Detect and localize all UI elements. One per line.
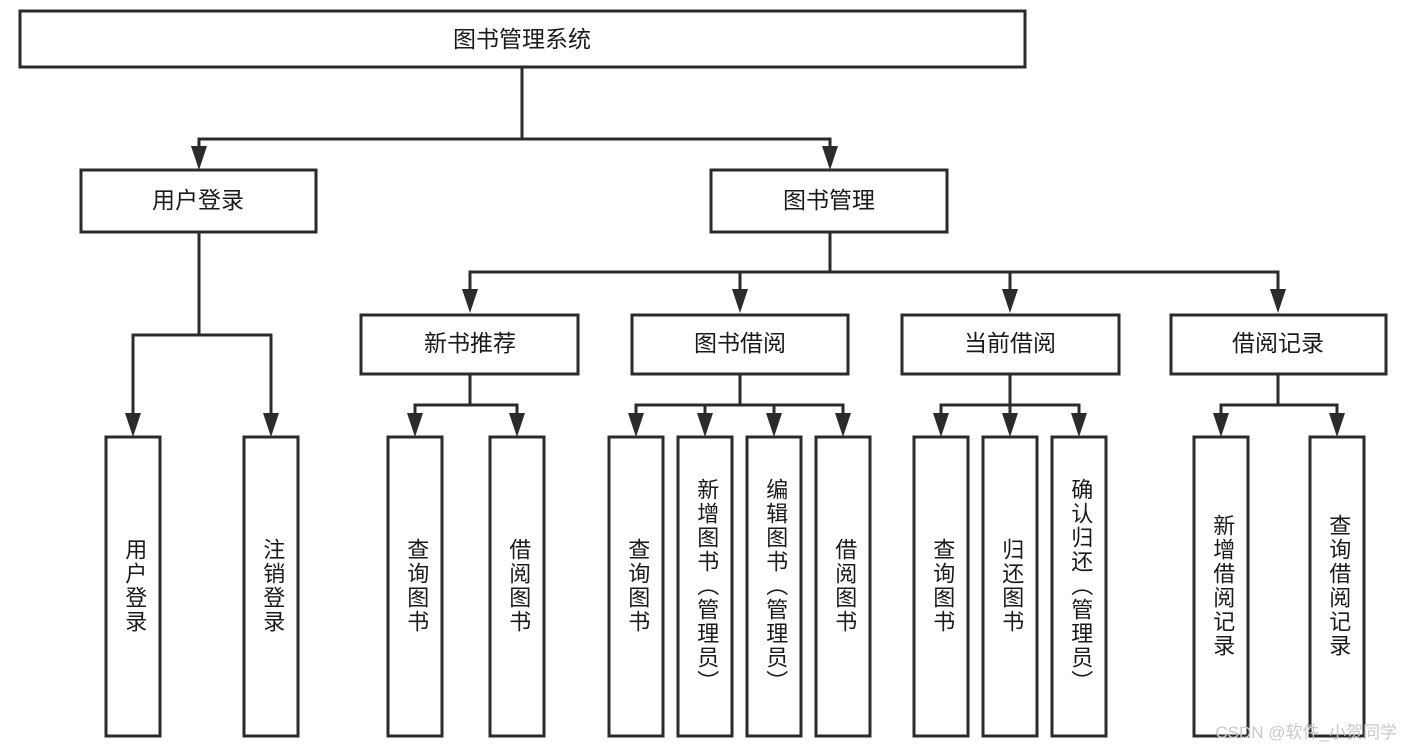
arrow-to-borrow-record [1270, 289, 1286, 313]
node-root-box[interactable] [18, 9, 1027, 69]
connectors-book-borrow-to-leaves [628, 372, 851, 437]
node-leaf-edit-book[interactable]: 编辑图书（管理员） [745, 435, 803, 738]
node-leaf-query-record[interactable]: 查询借阅记录 [1308, 435, 1366, 738]
node-book-manage-label: 图书管理 [783, 187, 875, 213]
node-leaf-query-record-box[interactable] [1308, 435, 1366, 738]
node-leaf-borrow-book-1-box[interactable] [488, 435, 546, 738]
node-leaf-user-login-label: 用户登录 [122, 538, 147, 634]
node-leaf-query-book-3[interactable]: 查询图书 [912, 435, 970, 738]
node-leaf-logout-label: 注销登录 [260, 538, 285, 634]
connectors-user-login-to-leaves [125, 230, 279, 437]
node-leaf-add-book-box[interactable] [676, 435, 734, 738]
node-leaf-return-book-label: 归还图书 [999, 538, 1024, 634]
node-leaf-query-record-label: 查询借阅记录 [1326, 514, 1351, 658]
node-leaf-query-book-3-box[interactable] [912, 435, 970, 738]
node-current-borrow[interactable]: 当前借阅 [900, 313, 1121, 376]
node-book-borrow-box[interactable] [630, 313, 850, 376]
node-root[interactable]: 图书管理系统 [18, 9, 1027, 69]
node-leaf-edit-book-label: 编辑图书（管理员） [763, 478, 788, 694]
arrow-to-leaf-logout [263, 413, 279, 437]
node-leaf-return-book[interactable]: 归还图书 [981, 435, 1039, 738]
node-root-label: 图书管理系统 [453, 26, 591, 52]
arrow-to-new-book-recommend [462, 289, 478, 313]
node-current-borrow-box[interactable] [900, 313, 1121, 376]
node-leaf-add-record-label: 新增借阅记录 [1210, 514, 1235, 658]
arrow-to-leaf-query-book-3 [933, 413, 949, 437]
arrow-to-leaf-borrow-book-1 [509, 413, 525, 437]
arrow-to-leaf-confirm-return [1071, 413, 1087, 437]
node-leaf-user-login-box[interactable] [104, 435, 162, 738]
connectors-borrow-record-to-leaves [1213, 372, 1345, 437]
node-borrow-record[interactable]: 借阅记录 [1169, 313, 1388, 376]
node-leaf-borrow-book-1-label: 借阅图书 [506, 538, 531, 634]
connectors-root-to-level2 [191, 65, 838, 170]
arrow-to-current-borrow [1002, 289, 1018, 313]
node-new-book-recommend[interactable]: 新书推荐 [359, 313, 580, 376]
node-new-book-recommend-box[interactable] [359, 313, 580, 376]
connectors-book-manage-to-level3 [462, 230, 1286, 313]
node-leaf-confirm-return-label: 确认归还（管理员） [1068, 478, 1093, 694]
node-leaf-query-book-1-box[interactable] [386, 435, 444, 738]
node-book-manage-box[interactable] [709, 168, 949, 234]
node-leaf-confirm-return[interactable]: 确认归还（管理员） [1050, 435, 1108, 738]
arrow-to-user-login [191, 146, 207, 170]
node-leaf-query-book-2-box[interactable] [607, 435, 665, 738]
node-book-borrow[interactable]: 图书借阅 [630, 313, 850, 376]
node-leaf-add-record-box[interactable] [1192, 435, 1250, 738]
node-book-borrow-label: 图书借阅 [694, 330, 786, 356]
node-leaf-logout[interactable]: 注销登录 [242, 435, 300, 738]
node-leaf-user-login[interactable]: 用户登录 [104, 435, 162, 738]
arrow-to-leaf-user-login [125, 413, 141, 437]
node-leaf-query-book-1-label: 查询图书 [404, 538, 429, 634]
node-leaf-add-record[interactable]: 新增借阅记录 [1192, 435, 1250, 738]
csdn-watermark: CSDN @软件_小贺同学 [1215, 723, 1397, 742]
arrow-to-leaf-query-record [1329, 413, 1345, 437]
node-user-login-box[interactable] [79, 168, 318, 234]
node-leaf-query-book-2[interactable]: 查询图书 [607, 435, 665, 738]
node-borrow-record-box[interactable] [1169, 313, 1388, 376]
node-leaf-borrow-book-1[interactable]: 借阅图书 [488, 435, 546, 738]
node-leaf-borrow-book-2-box[interactable] [814, 435, 872, 738]
arrow-to-leaf-return-book [1002, 413, 1018, 437]
arrow-to-leaf-borrow-book-2 [835, 413, 851, 437]
node-leaf-query-book-3-label: 查询图书 [930, 538, 955, 634]
node-user-login-label: 用户登录 [152, 187, 244, 213]
node-leaf-borrow-book-2[interactable]: 借阅图书 [814, 435, 872, 738]
arrow-to-leaf-edit-book [766, 413, 782, 437]
arrow-to-leaf-query-book-1 [407, 413, 423, 437]
node-leaf-query-book-1[interactable]: 查询图书 [386, 435, 444, 738]
arrow-to-book-manage [822, 146, 838, 170]
node-user-login[interactable]: 用户登录 [79, 168, 318, 234]
arrow-to-leaf-query-book-2 [628, 413, 644, 437]
node-leaf-add-book-label: 新增图书（管理员） [694, 478, 719, 694]
node-borrow-record-label: 借阅记录 [1232, 330, 1324, 356]
node-leaf-add-book[interactable]: 新增图书（管理员） [676, 435, 734, 738]
connectors-current-borrow-to-leaves [933, 372, 1087, 437]
node-leaf-confirm-return-box[interactable] [1050, 435, 1108, 738]
node-leaf-logout-box[interactable] [242, 435, 300, 738]
arrow-to-book-borrow [732, 289, 748, 313]
node-current-borrow-label: 当前借阅 [964, 330, 1056, 356]
node-leaf-borrow-book-2-label: 借阅图书 [832, 538, 857, 634]
node-book-manage[interactable]: 图书管理 [709, 168, 949, 234]
connectors-new-book-recommend-to-leaves [407, 372, 525, 437]
node-leaf-return-book-box[interactable] [981, 435, 1039, 738]
arrow-to-leaf-add-record [1213, 413, 1229, 437]
node-new-book-recommend-label: 新书推荐 [424, 330, 516, 356]
node-leaf-edit-book-box[interactable] [745, 435, 803, 738]
arrow-to-leaf-add-book [697, 413, 713, 437]
node-leaf-query-book-2-label: 查询图书 [625, 538, 650, 634]
